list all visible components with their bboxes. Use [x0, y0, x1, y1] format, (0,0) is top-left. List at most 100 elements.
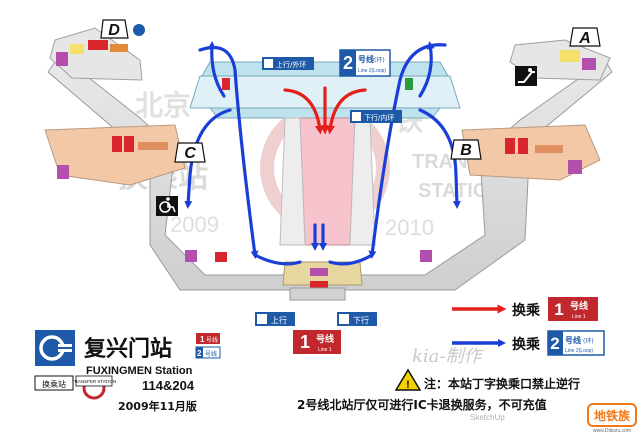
- warning-icon: !: [394, 368, 422, 391]
- legend-line1-number: 1: [554, 300, 563, 319]
- escalator-icon: [515, 66, 537, 86]
- line1-stair: [310, 281, 328, 289]
- exit-d-line2-dot: [133, 24, 145, 36]
- line1-badge-en: Line 1: [318, 347, 332, 353]
- legend-item-line2: 换乘 2 号线 (环) Line 2(Loop): [452, 330, 605, 356]
- exit-d-ticket: [88, 40, 108, 50]
- ditiezu-logo: 地铁族 www.Ditiezu.com: [587, 403, 637, 434]
- train-icon: [352, 112, 361, 121]
- watermark-year-right: 2010: [385, 215, 434, 240]
- exit-label-a[interactable]: A: [569, 27, 601, 47]
- concourse-ticket-left: [215, 252, 227, 262]
- blue-arrow-left-down: [198, 45, 259, 259]
- legend-transfer-label-1: 换乘: [512, 302, 541, 319]
- line2-badge-number: 2: [343, 53, 353, 73]
- line1-up-sign: 上行: [255, 312, 295, 326]
- line2-up-label: 上行/外环: [276, 60, 306, 69]
- transfer-badge-text: 换乘站: [42, 379, 66, 389]
- svg-text:!: !: [406, 379, 410, 391]
- exit-d-letter: D: [108, 22, 120, 39]
- mini-line2-number: 2: [197, 349, 202, 358]
- line2-badge-loop: (环): [374, 57, 385, 64]
- legend-line2-number: 2: [550, 334, 559, 353]
- wheelchair-icon: [156, 196, 178, 216]
- exit-label-b[interactable]: B: [450, 139, 482, 160]
- exit-b-barrier: [535, 145, 563, 153]
- blue-arrow-to-c: [184, 108, 232, 209]
- logo-text: 地铁族: [594, 408, 631, 423]
- legend-line2-en: Line 2(Loop): [565, 348, 593, 354]
- line1-badge-number: 1: [300, 332, 310, 352]
- exit-b-badge: [450, 139, 482, 160]
- exit-c-machine: [57, 165, 69, 179]
- concourse-machine-left: [185, 250, 197, 262]
- author-watermark: kia-制作: [412, 346, 484, 367]
- exit-b-machine: [568, 160, 582, 174]
- blue-flow-arrows: [184, 41, 461, 266]
- train-icon: [339, 314, 349, 324]
- line2-badge-label: 号线: [358, 54, 374, 64]
- note-line-1: 本站丁字换乘口禁止逆行: [448, 376, 580, 391]
- corridor-right-wall: [349, 117, 376, 246]
- exit-d-machine: [56, 52, 68, 66]
- exit-c-badge: [174, 142, 206, 163]
- legend-line2-loop: (环): [583, 338, 594, 345]
- blue-arrow-to-b: [418, 108, 461, 209]
- station-mini-line-badges: 1 号线 2 号线: [195, 333, 221, 359]
- line1-badge-label: 号线: [316, 333, 334, 345]
- legend-item-line1: 换乘 1 号线 Line 1: [452, 297, 598, 321]
- line2-down-label: 下行/内环: [364, 113, 394, 122]
- exit-a-shop: [560, 50, 580, 62]
- exit-d-badge: [100, 19, 129, 39]
- line2-badge: 2 号线 (环) Line 2(Loop): [339, 49, 391, 77]
- blue-arrow-up-left: [207, 41, 226, 98]
- legend-transfer-label-2: 换乘: [512, 336, 541, 353]
- red-arrow-left: [283, 88, 324, 135]
- watermark-cn-left: 北京: [135, 89, 191, 122]
- station-name-cn: 复兴门站: [83, 336, 172, 362]
- line2-stair-right: [405, 78, 413, 90]
- transfer-corridor: [299, 117, 356, 246]
- station-date: 2009年11月版: [118, 399, 197, 413]
- exit-b-ticket-1: [505, 138, 515, 154]
- transfer-badge: 换乘站 TRANSFER STATION: [34, 375, 116, 400]
- blue-arrow-right-turn: [328, 253, 374, 266]
- line1-down-label: 下行: [353, 315, 369, 325]
- exit-d-shop: [70, 44, 84, 54]
- note-line-2: 2号线北站厅仅可进行IC卡退换服务，不可充值: [297, 397, 547, 412]
- line2-down-sign: 下行/内环: [350, 110, 402, 123]
- line1-track: [289, 287, 346, 301]
- exit-c-letter: C: [184, 145, 196, 162]
- mini-line2-suffix: 号线: [205, 350, 217, 358]
- line2-platform-top: [201, 61, 449, 77]
- legend-line1-suffix: 号线: [570, 300, 588, 312]
- line2-up-sign: 上行/外环: [262, 57, 314, 70]
- legend-line1-en: Line 1: [572, 314, 586, 320]
- exit-b-letter: B: [460, 142, 472, 159]
- sketchup-watermark: SketchUp: [470, 413, 505, 422]
- line1-machine: [310, 268, 328, 276]
- exit-c-ticket-2: [124, 136, 134, 152]
- exit-label-d[interactable]: D: [100, 19, 145, 39]
- red-flow-arrows: [283, 86, 367, 135]
- corridor-left-wall: [279, 117, 306, 246]
- note-prefix: 注：: [424, 376, 448, 391]
- blue-arrow-up-right: [418, 41, 435, 98]
- train-icon: [264, 59, 273, 68]
- exit-c-ticket-1: [112, 136, 122, 152]
- exit-a-letter: A: [578, 30, 591, 47]
- line1-down-sign: 下行: [337, 312, 377, 326]
- line1-up-label: 上行: [271, 315, 287, 325]
- line2-stair-left: [222, 78, 230, 90]
- blue-arrow-left-turn: [253, 253, 302, 266]
- legend-line2-suffix: 号线: [565, 335, 581, 345]
- concourse-machine-right: [420, 250, 432, 262]
- transfer-badge-en: TRANSFER STATION: [72, 379, 116, 384]
- legend: 换乘 1 号线 Line 1 换乘 2 号线 (环) Line 2(Loop): [452, 297, 605, 356]
- station-name-en: FUXINGMEN Station: [86, 365, 193, 377]
- exit-d-barrier: [110, 44, 128, 52]
- exit-label-c[interactable]: C: [174, 142, 206, 163]
- station-code: 114&204: [142, 378, 195, 393]
- mini-line1-suffix: 号线: [206, 336, 218, 344]
